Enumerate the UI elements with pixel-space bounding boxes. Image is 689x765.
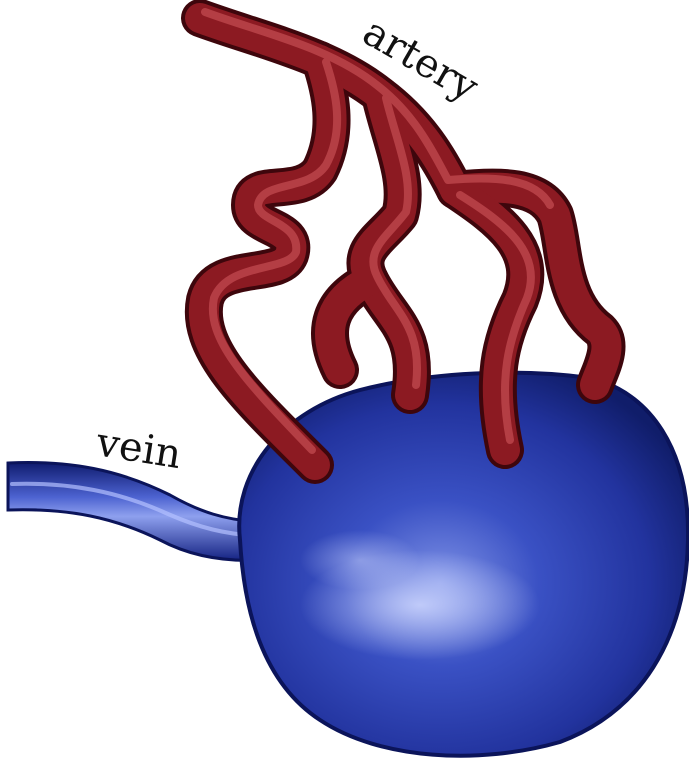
vein-label: vein [92,419,184,478]
vein-vessel [8,462,262,560]
vein-label-group: vein [92,419,184,478]
